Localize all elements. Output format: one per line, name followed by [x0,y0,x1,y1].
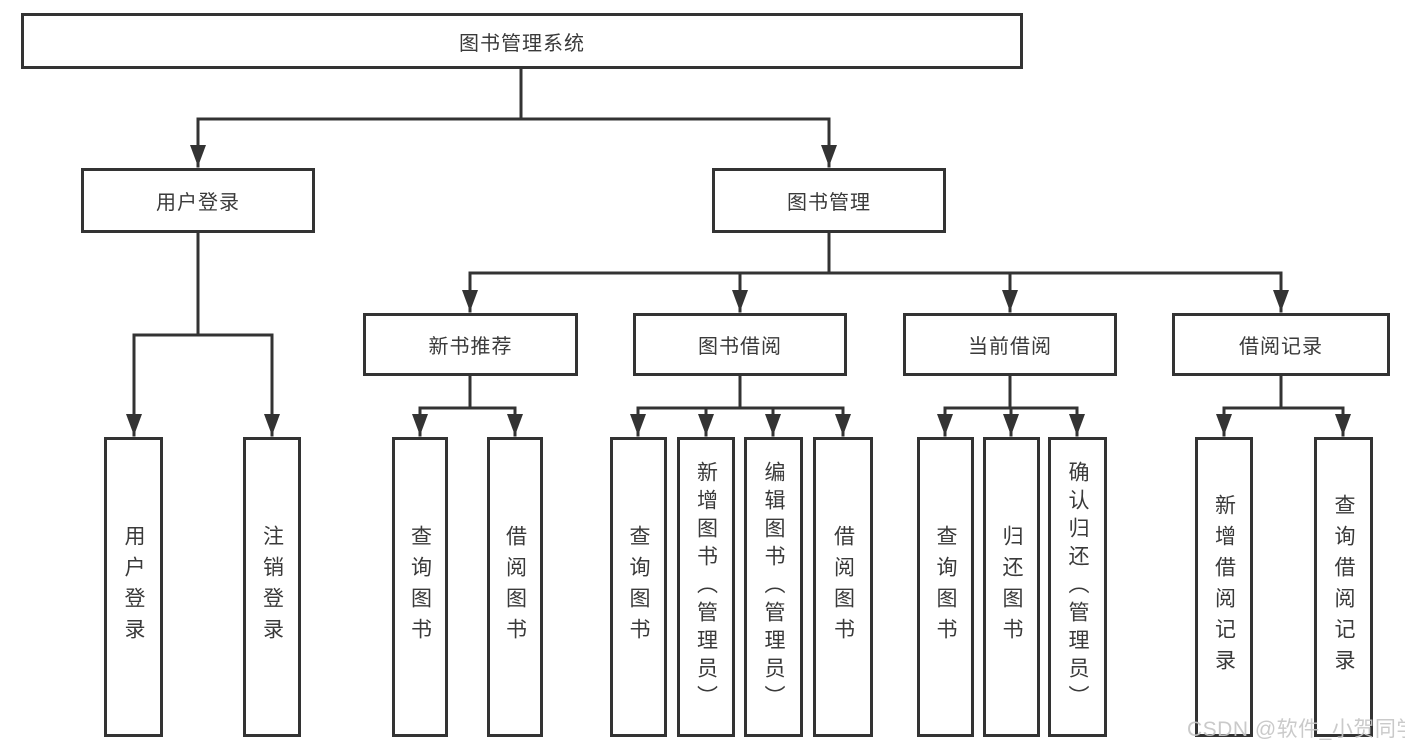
connector-book-management-children [462,231,1289,313]
leaf-borrow-books-borrowing: 借阅图书 [813,437,873,737]
connector-borrowing-records-children [1216,374,1351,437]
connector-book-borrowing-children [630,374,851,437]
leaf-add-borrow-record: 新增借阅记录 [1195,437,1253,737]
node-user-login: 用户登录 [81,168,315,233]
leaf-borrow-books-recommend: 借阅图书 [487,437,543,737]
leaf-logout: 注销登录 [243,437,301,737]
connector-root-to-level2 [190,67,837,168]
connector-new-book-recommendation-children [412,374,523,437]
leaf-return-books: 归还图书 [983,437,1040,737]
leaf-query-borrow-record: 查询借阅记录 [1314,437,1373,737]
node-library-management-system: 图书管理系统 [21,13,1023,69]
leaf-edit-books-admin: 编辑图书（管理员） [744,437,803,737]
node-borrowing-records: 借阅记录 [1172,313,1390,376]
leaf-query-books-borrowing: 查询图书 [610,437,667,737]
node-current-borrowing: 当前借阅 [903,313,1117,376]
leaf-query-books-current: 查询图书 [917,437,974,737]
leaf-user-login: 用户登录 [104,437,163,737]
leaf-query-books-recommend: 查询图书 [392,437,448,737]
csdn-watermark: CSDN @软件_小贺同学 [1187,718,1405,741]
connector-user-login-children [126,231,280,437]
leaf-add-books-admin: 新增图书（管理员） [677,437,735,737]
connector-current-borrowing-children [937,374,1085,437]
node-book-management: 图书管理 [712,168,946,233]
leaf-confirm-return-admin: 确认归还（管理员） [1048,437,1107,737]
node-new-book-recommendation: 新书推荐 [363,313,578,376]
node-book-borrowing: 图书借阅 [633,313,847,376]
